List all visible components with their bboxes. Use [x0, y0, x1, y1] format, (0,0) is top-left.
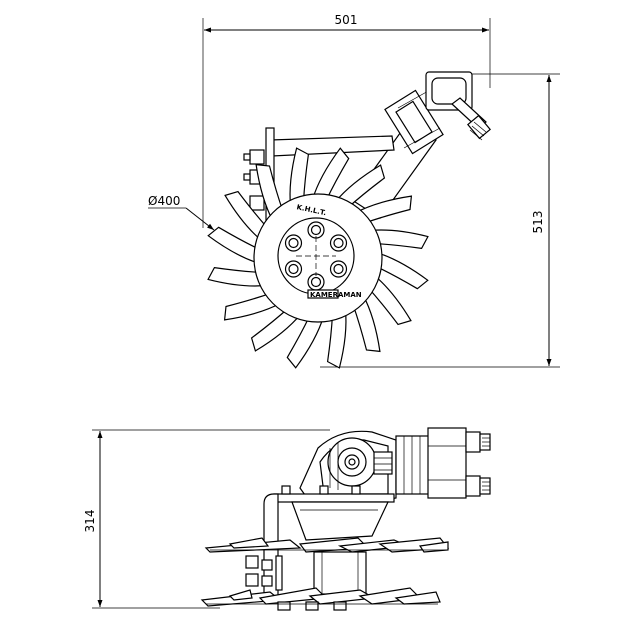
dimension-513-label: 513	[531, 211, 545, 234]
cutter-tooth	[250, 307, 303, 352]
dimension-314: 314	[83, 429, 330, 609]
upper-cutter-blades	[204, 537, 450, 553]
cutter-tooth	[223, 292, 283, 321]
cutter-tooth	[368, 229, 429, 250]
cutter-tooth	[289, 147, 310, 208]
cutter-tooth	[255, 163, 284, 223]
brand-stamp	[307, 289, 339, 299]
dimension-501-label: 501	[335, 13, 358, 27]
valve-block	[395, 427, 491, 499]
hub-bolt	[310, 224, 322, 236]
hub-bolt	[288, 237, 299, 249]
cutter-tooth	[326, 308, 347, 369]
hub-bolt	[310, 276, 322, 288]
spindle	[245, 551, 367, 595]
dimension-513: 513	[320, 73, 560, 368]
hub-bolt	[333, 263, 344, 275]
cutter-tooth	[311, 147, 350, 202]
motor-housing	[299, 430, 397, 503]
hub-bolt	[288, 263, 299, 275]
hub-bolts	[284, 221, 348, 291]
side-bracket	[263, 485, 395, 601]
lower-cutter-blades	[200, 587, 441, 611]
dimension-diameter-400: Ø400	[148, 194, 215, 231]
cutter-tooth	[367, 273, 412, 326]
brand-stamp-label: KAMERAMAN	[310, 291, 362, 299]
top-view: K.H.L.T. KAMERAMAN	[207, 71, 491, 369]
side-view	[200, 427, 491, 611]
cutter-tooth	[286, 314, 325, 369]
cutter-teeth	[207, 147, 429, 369]
dimension-314-label: 314	[83, 510, 97, 533]
cutter-tooth	[333, 164, 386, 209]
cutter-tooth	[374, 251, 429, 290]
cutter-tooth	[207, 266, 268, 287]
diameter-400-label: Ø400	[148, 194, 180, 208]
hub-bolt	[333, 237, 344, 249]
dimension-501: 501	[202, 13, 491, 228]
cutter-tooth	[353, 195, 413, 224]
cutter-tooth	[352, 293, 381, 353]
cutter-tooth	[224, 190, 269, 243]
cutter-tooth	[207, 226, 262, 265]
